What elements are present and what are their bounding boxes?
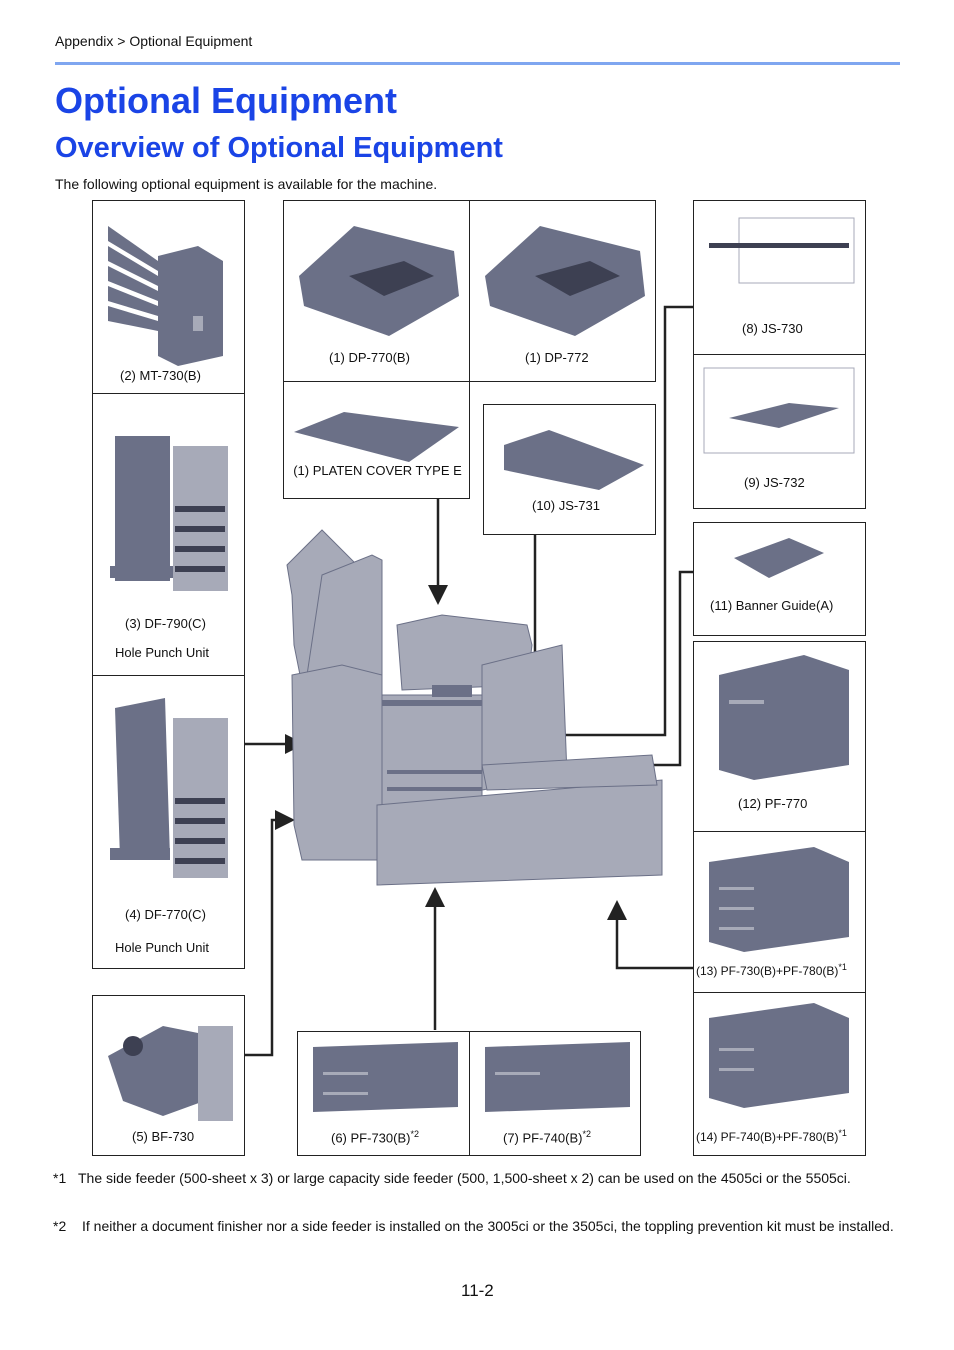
js732-illustration <box>703 367 855 454</box>
footnote-ref: *2 <box>582 1129 591 1139</box>
item-bf-730[interactable]: (5) BF-730 <box>92 995 245 1156</box>
caption-dp-770: (1) DP-770(B) <box>329 350 410 365</box>
pf740-illustration <box>485 1042 630 1112</box>
item-js-730[interactable]: (8) JS-730 <box>693 200 866 355</box>
footnote-ref: *1 <box>838 962 847 972</box>
pf740-780-illustration <box>709 1003 849 1108</box>
footnote-ref: *2 <box>410 1129 419 1139</box>
item-pf-730[interactable]: (6) PF-730(B)*2 <box>297 1031 470 1156</box>
caption-js-730: (8) JS-730 <box>742 321 803 336</box>
caption-platen-cover: (1) PLATEN COVER TYPE E <box>293 463 462 478</box>
footnote-ref: *1 <box>838 1128 847 1138</box>
dp770-illustration <box>299 226 459 336</box>
pf770-illustration <box>719 655 849 780</box>
caption-js-731: (10) JS-731 <box>532 498 600 513</box>
caption-pf-730: (6) PF-730(B)*2 <box>331 1129 419 1146</box>
pf730-illustration <box>313 1042 458 1112</box>
caption-df-790: (3) DF-790(C) <box>125 616 206 631</box>
item-dp-770[interactable]: (1) DP-770(B) <box>283 200 470 382</box>
main-machine-illustration <box>286 529 663 886</box>
footnote-1-text: The side feeder (500-sheet x 3) or large… <box>78 1170 851 1186</box>
item-pf-740[interactable]: (7) PF-740(B)*2 <box>469 1031 641 1156</box>
finisher-df790-illustration <box>110 436 228 591</box>
footnote-1-mark: *1 <box>53 1170 67 1186</box>
header-rule <box>55 62 900 65</box>
caption-pf-770: (12) PF-770 <box>738 796 808 811</box>
mailbox-illustration <box>108 226 223 366</box>
booklet-folder-illustration <box>108 1026 233 1121</box>
js730-illustration <box>709 217 855 284</box>
section-title: Overview of Optional Equipment <box>55 132 503 164</box>
item-js-731[interactable]: (10) JS-731 <box>483 404 656 535</box>
item-pf-730-780[interactable]: (13) PF-730(B)+PF-780(B)*1 <box>693 831 866 993</box>
item-platen-cover[interactable]: (1) PLATEN COVER TYPE E <box>283 381 470 499</box>
finisher-df770-illustration <box>110 698 228 878</box>
caption-banner-guide: (11) Banner Guide(A) <box>710 598 834 613</box>
item-pf-770[interactable]: (12) PF-770 <box>693 641 866 832</box>
item-df-770[interactable]: (4) DF-770(C) Hole Punch Unit <box>92 675 245 969</box>
caption-df-770-sub: Hole Punch Unit <box>115 940 209 955</box>
intro-text: The following optional equipment is avai… <box>55 176 438 192</box>
caption-pf-730-780: (13) PF-730(B)+PF-780(B)*1 <box>696 962 847 978</box>
breadcrumb[interactable]: Appendix > Optional Equipment <box>55 33 253 49</box>
item-banner-guide[interactable]: (11) Banner Guide(A) <box>693 522 866 636</box>
item-df-790[interactable]: (3) DF-790(C) Hole Punch Unit <box>92 393 245 676</box>
page-title: Optional Equipment <box>55 80 397 121</box>
item-mt-730[interactable]: (2) MT-730(B) <box>92 200 245 394</box>
item-dp-772[interactable]: (1) DP-772 <box>469 200 656 382</box>
caption-dp-772: (1) DP-772 <box>525 350 589 365</box>
caption-pf-740: (7) PF-740(B)*2 <box>503 1129 591 1146</box>
pf730-780-illustration <box>709 847 849 952</box>
item-js-732[interactable]: (9) JS-732 <box>693 354 866 509</box>
caption-js-732: (9) JS-732 <box>744 475 805 490</box>
platen-cover-illustration <box>294 412 459 462</box>
js731-illustration <box>504 430 644 490</box>
page-number: 11-2 <box>461 1281 494 1300</box>
banner-guide-illustration <box>734 538 824 578</box>
caption-df-770: (4) DF-770(C) <box>125 907 206 922</box>
dp772-illustration <box>485 226 645 336</box>
footnote-2-mark: *2 <box>53 1218 67 1234</box>
item-pf-740-780[interactable]: (14) PF-740(B)+PF-780(B)*1 <box>693 992 866 1156</box>
footnote-2-text: If neither a document finisher nor a sid… <box>82 1218 894 1234</box>
caption-mt-730: (2) MT-730(B) <box>120 368 201 383</box>
caption-bf-730: (5) BF-730 <box>132 1129 195 1144</box>
caption-df-790-sub: Hole Punch Unit <box>115 645 209 660</box>
caption-pf-740-780: (14) PF-740(B)+PF-780(B)*1 <box>696 1128 847 1144</box>
